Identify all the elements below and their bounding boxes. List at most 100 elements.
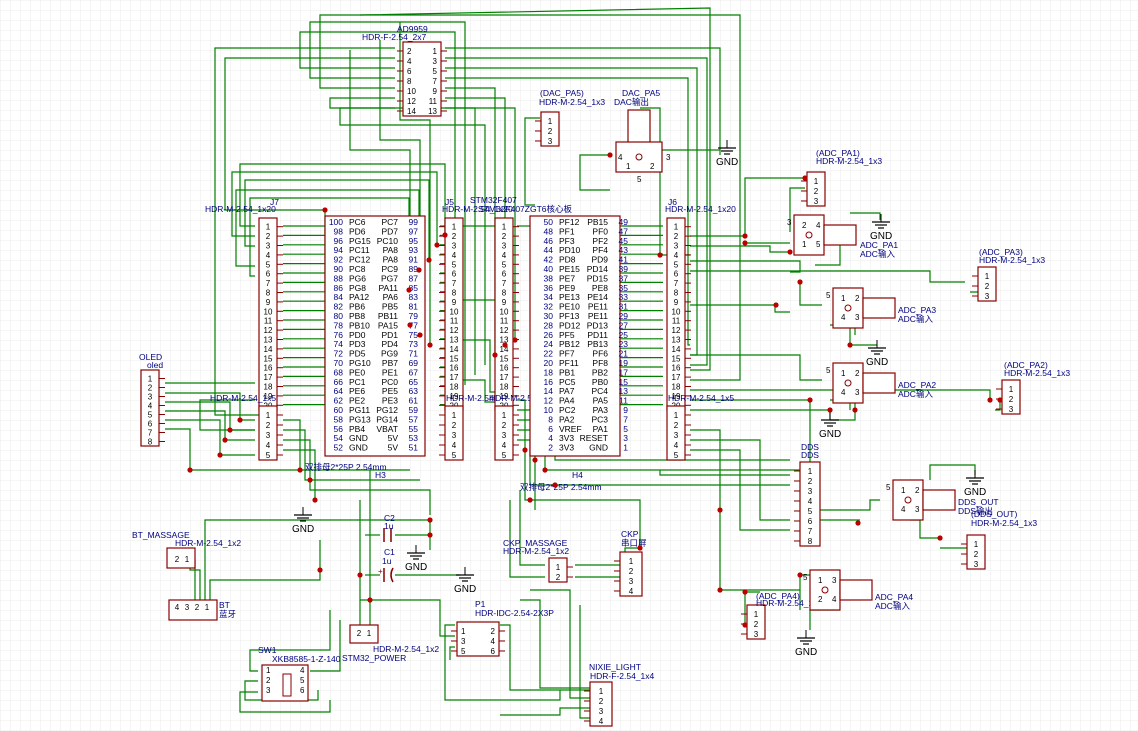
junction-dot xyxy=(797,572,803,578)
junction-dot xyxy=(847,342,853,348)
pin-signal-name: PE15 xyxy=(559,264,580,274)
pin-number: 13 xyxy=(264,336,273,345)
pin-number: 1 xyxy=(266,411,271,420)
pin-signal-number: 12 xyxy=(544,396,554,406)
wire xyxy=(445,77,690,346)
component-designator: DAC_PA5 xyxy=(622,88,660,98)
wire xyxy=(820,499,880,511)
pin-number: 17 xyxy=(672,373,681,382)
pin-signal-number: 72 xyxy=(334,349,344,359)
pin-number: 10 xyxy=(450,307,459,316)
component-value: STM32F407ZGT6核心板 xyxy=(478,204,572,214)
pin-number: 18 xyxy=(500,383,509,392)
junction-dot xyxy=(717,507,723,513)
pin-number: 11 xyxy=(429,97,438,106)
junction-dot xyxy=(522,447,528,453)
pin-number: 17 xyxy=(500,373,509,382)
component-body xyxy=(456,621,500,657)
component-body xyxy=(619,551,643,597)
pin-number: 9 xyxy=(266,298,271,307)
pin-signal-number: 41 xyxy=(619,255,629,265)
junction-dot xyxy=(542,467,548,473)
pin-number: 4 xyxy=(266,441,271,450)
pin-signal-number: 61 xyxy=(409,396,419,406)
pin-signal-number: 33 xyxy=(619,292,629,302)
pin-signal-name: PD7 xyxy=(381,226,398,236)
pin-number: 3 xyxy=(461,637,466,646)
pin-number: 2 xyxy=(148,384,153,393)
pin-signal-number: 36 xyxy=(544,283,554,293)
pin-number: 19 xyxy=(672,392,681,401)
pin-signal-number: 45 xyxy=(619,236,629,246)
pin-signal-number: 18 xyxy=(544,367,554,377)
pin-number: 7 xyxy=(502,279,507,288)
pin-signal-name: PE8 xyxy=(592,283,608,293)
pin-number: 4 xyxy=(816,221,821,230)
pin-signal-number: 2 xyxy=(548,443,553,453)
wire xyxy=(244,680,319,701)
wire xyxy=(520,599,590,689)
pin-signal-number: 76 xyxy=(334,330,344,340)
pin-signal-number: 4 xyxy=(548,433,553,443)
component-designator: CKP xyxy=(621,529,639,539)
component-value: 串口屏 xyxy=(621,538,647,548)
pin-signal-number: 51 xyxy=(409,443,419,453)
pin-number: 5 xyxy=(452,451,457,460)
pin-number: 5 xyxy=(452,260,457,269)
pin-signal-name: PC4 xyxy=(591,386,608,396)
component-body xyxy=(862,372,896,394)
pin-number: 2 xyxy=(855,294,860,303)
pin-signal-name: PA1 xyxy=(593,424,609,434)
pin-number: 11 xyxy=(264,317,273,326)
pin-number: 2 xyxy=(650,162,655,171)
pin-signal-number: 5 xyxy=(623,424,628,434)
pin-signal-name: PD5 xyxy=(349,349,366,359)
pin-signal-name: PE1 xyxy=(382,367,398,377)
pin-number: 3 xyxy=(787,218,792,227)
pin-signal-name: PE13 xyxy=(559,292,580,302)
component-value: 双排母2*25P 2.54mm xyxy=(305,462,387,472)
pin-signal-name: PE10 xyxy=(559,302,580,312)
pin-signal-number: 62 xyxy=(334,396,344,406)
pin-signal-name: PG9 xyxy=(381,349,398,359)
pin-number: 8 xyxy=(674,289,679,298)
wire xyxy=(463,339,495,393)
pin-signal-number: 63 xyxy=(409,386,419,396)
pin-number: 9 xyxy=(433,87,438,96)
component-value: HDR-F-2.54_2x7 xyxy=(362,32,427,42)
pin-signal-name: PD10 xyxy=(559,245,581,255)
pin-signal-name: PB11 xyxy=(378,311,398,321)
pin-signal-name: PD6 xyxy=(349,226,366,236)
pin-number: 4 xyxy=(841,313,846,322)
ground-symbol: GND xyxy=(292,507,314,535)
pin-signal-number: 100 xyxy=(329,217,343,227)
pin-signal-name: PG14 xyxy=(376,414,398,424)
pin-signal-name: PD1 xyxy=(381,330,398,340)
pin-number: 1 xyxy=(185,555,190,564)
pin-number: 18 xyxy=(450,383,459,392)
ground-symbol: GND xyxy=(795,630,817,658)
wire xyxy=(165,410,255,441)
junction-dot xyxy=(426,257,432,263)
pin-signal-name: PG12 xyxy=(376,405,398,415)
pin-signal-number: 35 xyxy=(619,283,629,293)
ground-label: GND xyxy=(405,562,427,573)
wire xyxy=(283,419,410,471)
pin-number: 2 xyxy=(556,573,561,582)
pin-signal-number: 25 xyxy=(619,330,629,340)
pin-signal-name: GND xyxy=(349,443,368,453)
pin-signal-name: PA2 xyxy=(559,414,575,424)
pin-number: 3 xyxy=(754,630,759,639)
component-designator: ADC_PA3 xyxy=(898,305,936,315)
pin-signal-name: PF8 xyxy=(592,358,608,368)
pin-signal-name: PC6 xyxy=(349,217,366,227)
pin-signal-name: 5V xyxy=(388,443,399,453)
pin-number: 1 xyxy=(629,557,634,566)
pin-number: 8 xyxy=(148,438,153,447)
